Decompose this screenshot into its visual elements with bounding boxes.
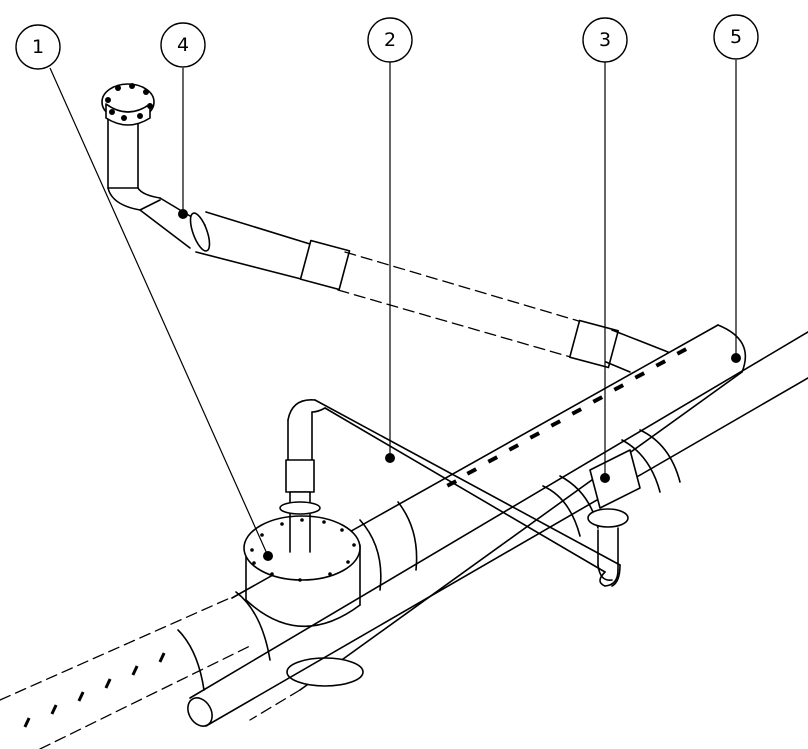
front-transport-pipe <box>187 331 808 727</box>
callout-4-label: 4 <box>177 34 189 56</box>
callout-3: 3 <box>582 17 628 63</box>
collection-chamber <box>243 515 364 687</box>
callout-5-label: 5 <box>730 26 742 48</box>
callout-4: 4 <box>160 22 206 68</box>
callout-5: 5 <box>713 14 759 60</box>
callout-leaders <box>49 60 741 561</box>
callout-2: 2 <box>367 17 413 63</box>
callout-1: 1 <box>15 24 61 70</box>
lower-perforated-pipe <box>0 591 271 749</box>
callout-2-label: 2 <box>384 29 396 51</box>
upper-vent-pipe <box>101 83 669 373</box>
side-branch-fitting <box>587 449 641 587</box>
riser-pipe-with-bend <box>279 399 621 587</box>
callout-1-label: 1 <box>32 36 44 58</box>
callout-3-label: 3 <box>599 29 611 51</box>
